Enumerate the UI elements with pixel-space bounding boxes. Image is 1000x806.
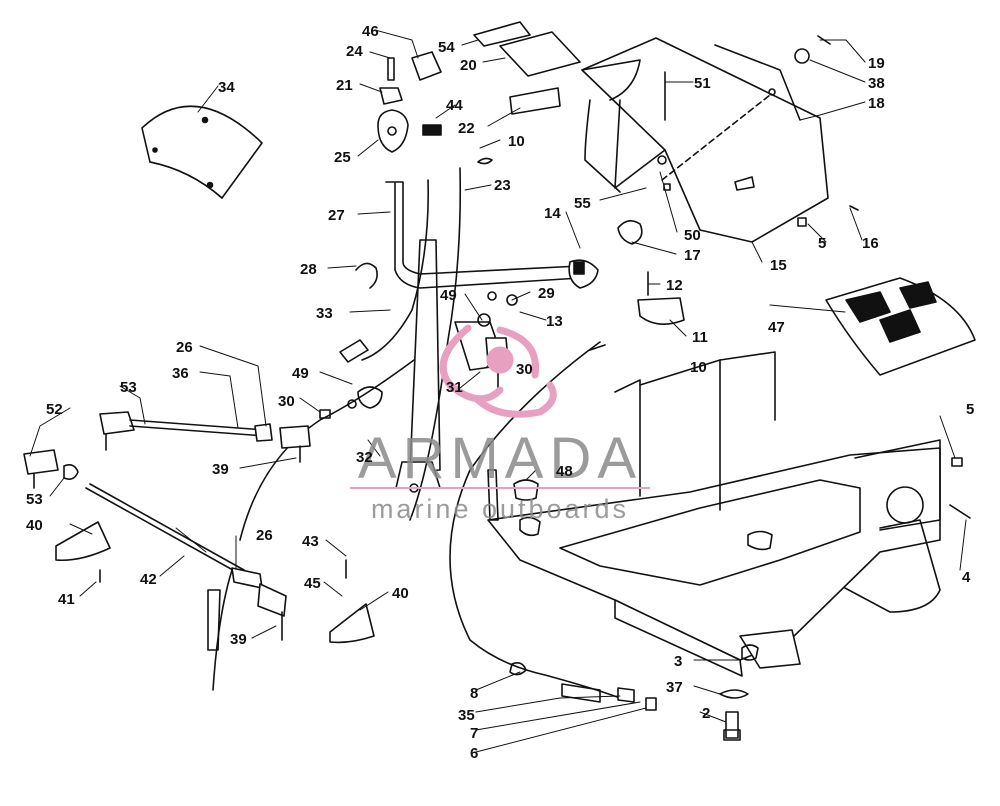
watermark-logo-icon	[439, 324, 557, 418]
callout-label: 37	[666, 679, 683, 696]
knob-part	[513, 479, 539, 501]
callout-label: 6	[470, 745, 478, 762]
callout-label: 2	[702, 705, 710, 722]
watermark-title: ARMADA	[358, 426, 642, 491]
connector-part	[339, 339, 369, 363]
callout-label: 18	[868, 95, 885, 112]
callout-label: 15	[770, 257, 787, 274]
cowl-cover-part	[141, 105, 263, 199]
callout-label: 8	[470, 685, 478, 702]
console-cover	[581, 37, 829, 243]
callout-label: 4	[962, 569, 971, 586]
callout-label: 52	[46, 401, 63, 418]
small-bracket	[637, 271, 685, 325]
switch-part	[617, 220, 643, 245]
callout-label: 22	[458, 120, 475, 137]
callout-labels: 46 54 24 20 19 21 51 38 18 44 22 10 34 2…	[26, 23, 974, 762]
linkage-rod-lower	[23, 449, 287, 641]
callout-label: 40	[392, 585, 409, 602]
plate-left	[55, 521, 111, 562]
watermark: ARMADA marine outboards	[350, 324, 650, 524]
callout-label: 41	[58, 591, 75, 608]
callout-label: 28	[300, 261, 317, 278]
callout-label: 16	[862, 235, 879, 252]
leader-lines	[29, 29, 967, 753]
callout-label: 53	[120, 379, 137, 396]
callout-label: 10	[508, 133, 525, 150]
callout-label: 36	[172, 365, 189, 382]
callout-label: 39	[230, 631, 247, 648]
callout-label: 30	[278, 393, 295, 410]
clip-part	[355, 262, 378, 289]
callout-label: 26	[256, 527, 273, 544]
callout-label: 43	[302, 533, 319, 550]
callout-label: 30	[516, 361, 533, 378]
callout-label: 45	[304, 575, 321, 592]
callout-label: 29	[538, 285, 555, 302]
callout-label: 32	[356, 449, 373, 466]
decal-flag	[825, 277, 976, 376]
callout-label: 31	[446, 379, 463, 396]
plate-right	[329, 603, 375, 644]
callout-label: 44	[446, 97, 463, 114]
callout-label: 42	[140, 571, 157, 588]
callout-label: 27	[328, 207, 345, 224]
linkage-rod-upper	[99, 411, 311, 463]
callout-label: 33	[316, 305, 333, 322]
callout-label: 24	[346, 43, 363, 60]
callout-label: 14	[544, 205, 561, 222]
callout-label: 23	[494, 177, 511, 194]
callout-label: 20	[460, 57, 477, 74]
callout-label: 19	[868, 55, 885, 72]
callout-label: 13	[546, 313, 563, 330]
callout-label: 7	[470, 725, 478, 742]
callout-label: 5	[966, 401, 974, 418]
callout-label: 25	[334, 149, 351, 166]
callout-label: 10	[690, 359, 707, 376]
callout-label: 39	[212, 461, 229, 478]
callout-label: 12	[666, 277, 683, 294]
callout-label: 21	[336, 77, 353, 94]
callout-label: 48	[556, 463, 573, 480]
callout-label: 55	[574, 195, 591, 212]
callout-label: 47	[768, 319, 785, 336]
callout-label: 34	[218, 79, 235, 96]
callout-label: 26	[176, 339, 193, 356]
watermark-subtitle: marine outboards	[371, 494, 629, 524]
callout-label: 46	[362, 23, 379, 40]
callout-label: 11	[692, 329, 708, 346]
callout-label: 49	[292, 365, 309, 382]
foot-hardware	[719, 644, 759, 741]
callout-label: 49	[440, 287, 457, 304]
callout-label: 17	[684, 247, 701, 264]
callout-label: 3	[674, 653, 682, 670]
callout-label: 5	[818, 235, 826, 252]
callout-label: 38	[868, 75, 885, 92]
callout-label: 54	[438, 39, 455, 56]
callout-label: 35	[458, 707, 475, 724]
callout-label: 53	[26, 491, 43, 508]
callout-label: 40	[26, 517, 43, 534]
callout-label: 50	[684, 227, 701, 244]
callout-label: 51	[694, 75, 711, 92]
